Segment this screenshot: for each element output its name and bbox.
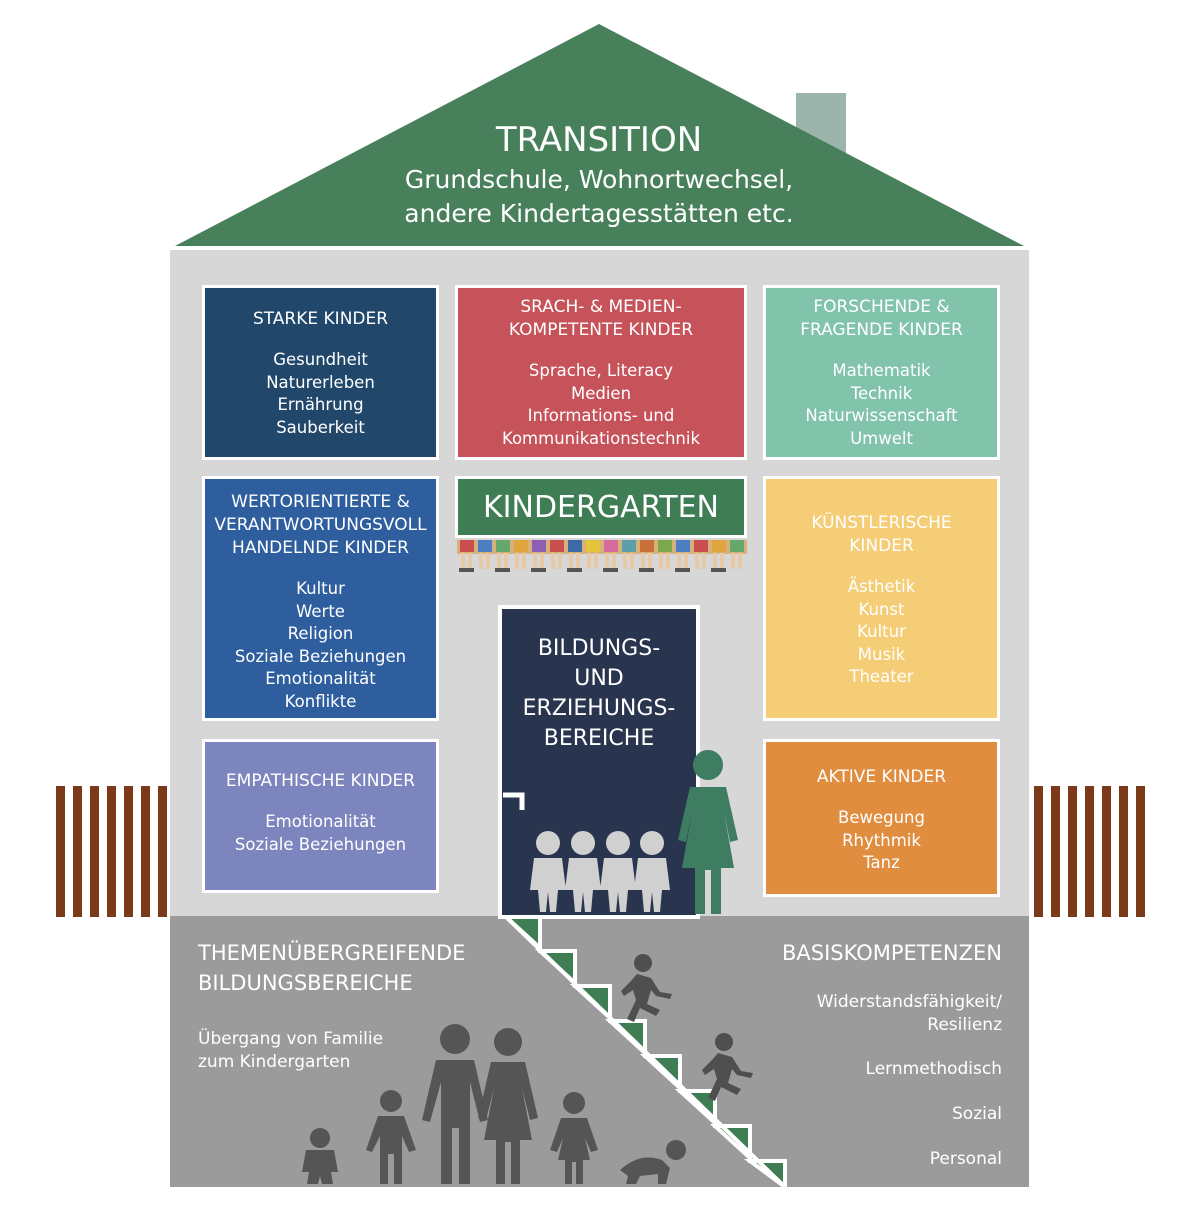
teacher-icon	[678, 750, 738, 914]
box-title: WERTORIENTIERTE & VERANTWORTUNGSVOLL HAN…	[214, 492, 427, 558]
running-figure-top-icon	[621, 954, 672, 1022]
box-item: Rhythmik	[842, 830, 921, 850]
box-item: Religion	[287, 624, 354, 643]
box-item: Werte	[296, 601, 345, 621]
box-empathische-kinder: EMPATHISCHE KINDER Emotionalität Soziale…	[202, 739, 439, 893]
box-item: Kunst	[858, 599, 905, 619]
box-item: Konflikte	[284, 691, 357, 711]
box-item: Mathematik	[832, 361, 931, 380]
box-sprach-kinder: SRACH- & MEDIEN- KOMPETENTE KINDER Sprac…	[455, 285, 747, 460]
children-feet-strip	[457, 540, 747, 572]
box-item: Ästhetik	[847, 577, 916, 596]
box-kuenstlerische-kinder: KÜNSTLERISCHE KINDER Ästhetik Kunst Kult…	[763, 476, 1000, 721]
box-item: Technik	[850, 383, 913, 403]
children-group-icon	[530, 831, 670, 912]
box-item: Gesundheit	[273, 350, 368, 369]
box-title: KÜNSTLERISCHE KINDER	[811, 513, 952, 556]
box-item: Theater	[849, 667, 914, 686]
base-right-item-personal: Personal	[929, 1149, 1002, 1169]
base-right-item-resilienz: Widerstandsfähigkeit/ Resilienz	[816, 992, 1002, 1035]
box-item: Soziale Beziehungen	[234, 646, 407, 666]
box-item: Kultur	[296, 579, 345, 598]
box-item: Informations- und	[527, 406, 675, 425]
roof-title: TRANSITION	[495, 120, 703, 160]
box-item: Sauberkeit	[276, 417, 365, 437]
box-item: Emotionalität	[265, 812, 376, 831]
box-forschende-kinder: FORSCHENDE & FRAGENDE KINDER Mathematik …	[763, 285, 1000, 460]
base-right-item-lernmethodisch: Lernmethodisch	[865, 1059, 1002, 1079]
box-item: Bewegung	[838, 808, 925, 827]
base-right-item-sozial: Sozial	[952, 1104, 1002, 1124]
box-title: AKTIVE KINDER	[816, 767, 947, 787]
base-left-title: THEMENÜBERGREIFENDE BILDUNGSBEREICHE	[198, 941, 466, 995]
fence-right	[1034, 786, 1145, 917]
fence-left	[56, 786, 167, 917]
box-item: Naturwissenschaft	[805, 406, 958, 425]
box-item: Naturerleben	[266, 372, 375, 392]
base-right-title: BASISKOMPETENZEN	[782, 941, 1002, 965]
family-group-icon	[302, 1024, 686, 1184]
door-title: BILDUNGS- UND ERZIEHUNGS- BEREICHE	[522, 636, 676, 751]
box-aktive-kinder: AKTIVE KINDER Bewegung Rhythmik Tanz	[763, 739, 1000, 897]
box-starke-kinder: STARKE KINDER Gesundheit Naturerleben Er…	[202, 285, 439, 460]
box-wertorientierte-kinder: WERTORIENTIERTE & VERANTWORTUNGSVOLL HAN…	[202, 476, 439, 721]
roof	[175, 24, 1024, 246]
kindergarten-label: KINDERGARTEN	[482, 490, 719, 525]
box-title: EMPATHISCHE KINDER	[225, 771, 416, 791]
box-title: SRACH- & MEDIEN- KOMPETENTE KINDER	[508, 297, 694, 340]
box-item: Ernährung	[277, 395, 364, 414]
box-item: Tanz	[863, 853, 900, 872]
box-item: Sprache, Literacy	[528, 361, 674, 380]
box-item: Musik	[857, 644, 906, 664]
box-item: Emotionalität	[265, 669, 376, 688]
running-figure-bottom-icon	[702, 1033, 753, 1101]
box-item: Umwelt	[850, 428, 913, 448]
box-item: Medien	[570, 383, 632, 403]
roof-line-1: Grundschule, Wohnortwechsel,	[404, 165, 794, 194]
box-item: Kultur	[857, 622, 906, 641]
base-left-text: Übergang von Familie zum Kindergarten	[198, 1029, 384, 1072]
door-handle	[503, 792, 525, 810]
kindergarten-banner: KINDERGARTEN	[455, 476, 747, 538]
box-item: Kommunikationstechnik	[501, 428, 701, 448]
box-title: FORSCHENDE & FRAGENDE KINDER	[800, 297, 963, 340]
box-title: STARKE KINDER	[252, 309, 389, 329]
roof-line-2: andere Kindertagesstätten etc.	[404, 199, 794, 228]
box-item: Soziale Beziehungen	[234, 834, 407, 854]
stairs	[499, 914, 787, 1191]
